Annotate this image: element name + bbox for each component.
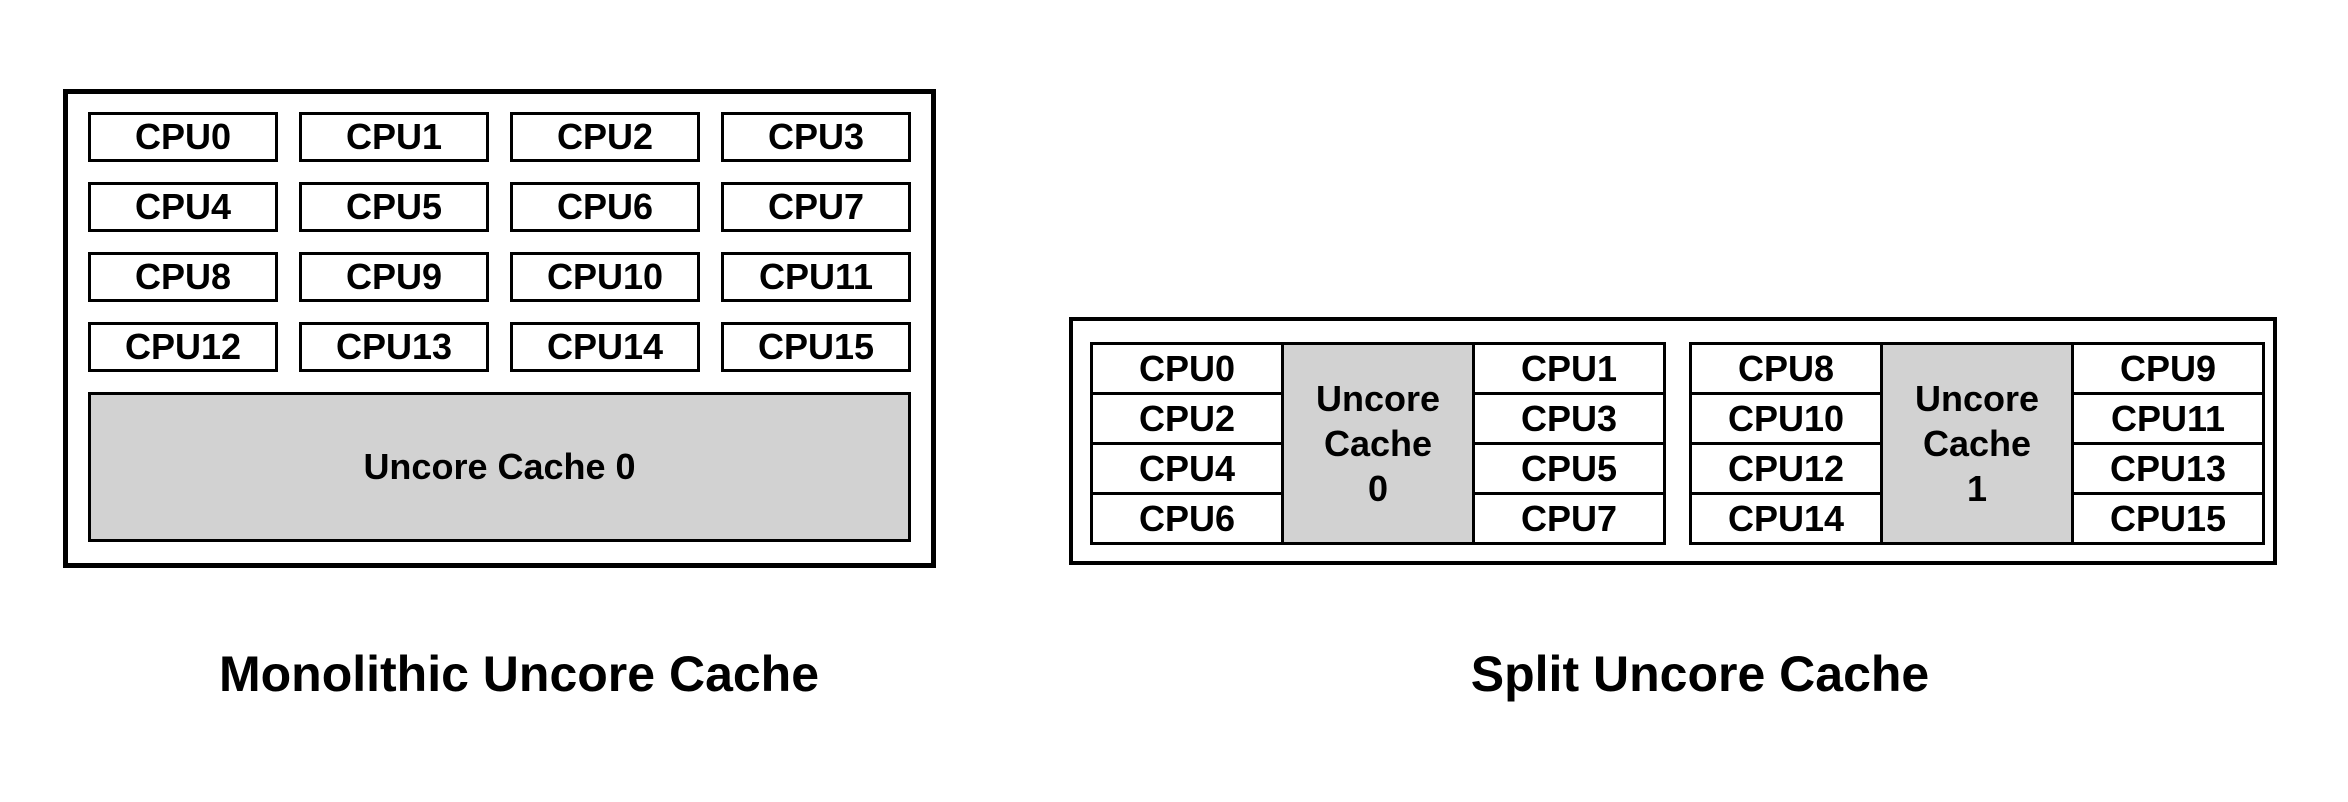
cache-label-line: Uncore xyxy=(1315,378,1441,419)
cpu-box: CPU2 xyxy=(510,112,700,162)
cpu-cell: CPU3 xyxy=(1472,392,1666,445)
split-package-box: CPU0 Uncore Cache 0 CPU1 CPU2 CPU3 CPU4 … xyxy=(1069,317,2277,565)
cpu-cell: CPU15 xyxy=(2071,492,2265,545)
cpu-cell: CPU11 xyxy=(2071,392,2265,445)
cpu-box: CPU12 xyxy=(88,322,278,372)
split-group-1: CPU8 Uncore Cache 1 CPU9 CPU10 CPU11 CPU… xyxy=(1689,342,2265,545)
cpu-box: CPU11 xyxy=(721,252,911,302)
cpu-box: CPU3 xyxy=(721,112,911,162)
cache-label-line: Uncore xyxy=(1914,378,2040,419)
uncore-cache-0-box: Uncore Cache 0 xyxy=(88,392,911,542)
caption-split: Split Uncore Cache xyxy=(1470,646,1930,702)
cpu-box: CPU6 xyxy=(510,182,700,232)
cpu-cell: CPU4 xyxy=(1090,442,1284,495)
cpu-cell: CPU2 xyxy=(1090,392,1284,445)
cpu-box: CPU9 xyxy=(299,252,489,302)
cpu-box: CPU13 xyxy=(299,322,489,372)
cache-label-line: Cache xyxy=(1922,423,2032,464)
split-group-0: CPU0 Uncore Cache 0 CPU1 CPU2 CPU3 CPU4 … xyxy=(1090,342,1666,545)
caption-monolithic: Monolithic Uncore Cache xyxy=(218,646,820,702)
cpu-box: CPU4 xyxy=(88,182,278,232)
cpu-box: CPU0 xyxy=(88,112,278,162)
monolithic-package-box: CPU0 CPU1 CPU2 CPU3 CPU4 CPU5 CPU6 CPU7 … xyxy=(63,89,936,568)
cpu-cell: CPU14 xyxy=(1689,492,1883,545)
monolithic-cpu-grid: CPU0 CPU1 CPU2 CPU3 CPU4 CPU5 CPU6 CPU7 … xyxy=(88,112,911,372)
cpu-box: CPU14 xyxy=(510,322,700,372)
cpu-box: CPU8 xyxy=(88,252,278,302)
cpu-box: CPU5 xyxy=(299,182,489,232)
cpu-cell: CPU9 xyxy=(2071,342,2265,395)
uncore-cache-0-cell: Uncore Cache 0 xyxy=(1281,342,1475,545)
cpu-cell: CPU13 xyxy=(2071,442,2265,495)
cpu-box: CPU1 xyxy=(299,112,489,162)
cpu-cell: CPU0 xyxy=(1090,342,1284,395)
cache-label-line: Cache xyxy=(1323,423,1433,464)
cache-label-line: 0 xyxy=(1367,468,1389,509)
cpu-cell: CPU1 xyxy=(1472,342,1666,395)
cpu-cell: CPU10 xyxy=(1689,392,1883,445)
cpu-box: CPU10 xyxy=(510,252,700,302)
cpu-cell: CPU5 xyxy=(1472,442,1666,495)
cpu-box: CPU7 xyxy=(721,182,911,232)
cpu-cell: CPU6 xyxy=(1090,492,1284,545)
cpu-cell: CPU12 xyxy=(1689,442,1883,495)
cpu-cell: CPU8 xyxy=(1689,342,1883,395)
cache-label-line: 1 xyxy=(1966,468,1988,509)
uncore-cache-1-cell: Uncore Cache 1 xyxy=(1880,342,2074,545)
cpu-cell: CPU7 xyxy=(1472,492,1666,545)
cpu-box: CPU15 xyxy=(721,322,911,372)
